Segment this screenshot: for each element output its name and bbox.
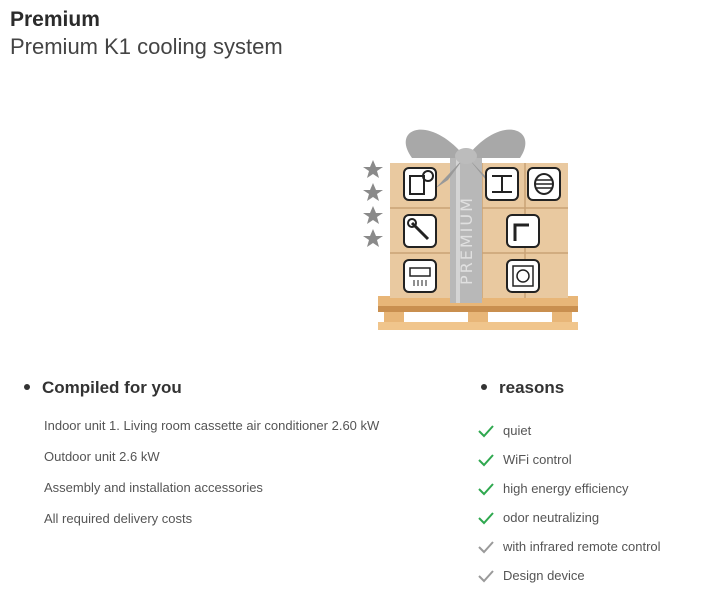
bullet-icon (24, 383, 30, 390)
check-icon (478, 453, 494, 466)
check-icon (478, 540, 494, 553)
premium-band-text: PREMIUM (457, 196, 476, 285)
check-icon (478, 424, 494, 437)
page-subtitle: Premium K1 cooling system (10, 34, 283, 59)
star-icon (363, 160, 383, 178)
bullet-icon (481, 383, 487, 390)
reason-label: odor neutralizing (503, 509, 600, 525)
reason-item: WiFi control (477, 445, 661, 474)
compiled-heading-text: Compiled for you (42, 378, 182, 397)
premium-package-illustration: PREMIUM (360, 118, 590, 340)
page-title: Premium (10, 8, 100, 31)
list-item: Indoor unit 1. Living room cassette air … (44, 418, 380, 433)
ribbon: PREMIUM (405, 129, 526, 303)
compiled-items-list: Indoor unit 1. Living room cassette air … (44, 418, 379, 542)
reason-item: with infrared remote control (477, 532, 661, 561)
star-icon (363, 206, 383, 224)
reason-item: Design device (477, 561, 661, 590)
reasons-heading-text: reasons (499, 378, 565, 397)
stars (363, 160, 383, 247)
compiled-for-you-heading: Compiled for you (24, 378, 182, 398)
reasons-heading: reasons (481, 378, 564, 398)
steel-beam-icon (485, 167, 519, 201)
check-icon (478, 569, 494, 582)
pipe-icon (506, 214, 540, 248)
reason-item: odor neutralizing (477, 503, 661, 532)
reason-label: with infrared remote control (503, 538, 661, 554)
list-item: Outdoor unit 2.6 kW (44, 449, 160, 464)
star-icon (363, 183, 383, 201)
reason-label: quiet (503, 422, 532, 438)
reason-item: quiet (477, 416, 661, 445)
check-icon (478, 482, 494, 495)
reason-label: high energy efficiency (503, 480, 629, 496)
reason-label: Design device (503, 567, 585, 583)
settings-document-icon (403, 167, 437, 201)
wrench-icon (403, 214, 437, 248)
reason-label: WiFi control (503, 451, 572, 467)
list-item: Assembly and installation accessories (44, 480, 263, 495)
reasons-list: quiet WiFi control high energy efficienc… (477, 416, 661, 590)
cable-reel-icon (527, 167, 561, 201)
check-icon (478, 511, 494, 524)
list-item: All required delivery costs (44, 511, 193, 526)
star-icon (363, 229, 383, 247)
reason-item: high energy efficiency (477, 474, 661, 503)
outdoor-ac-unit-icon (506, 259, 540, 293)
indoor-ac-unit-icon (403, 259, 437, 293)
